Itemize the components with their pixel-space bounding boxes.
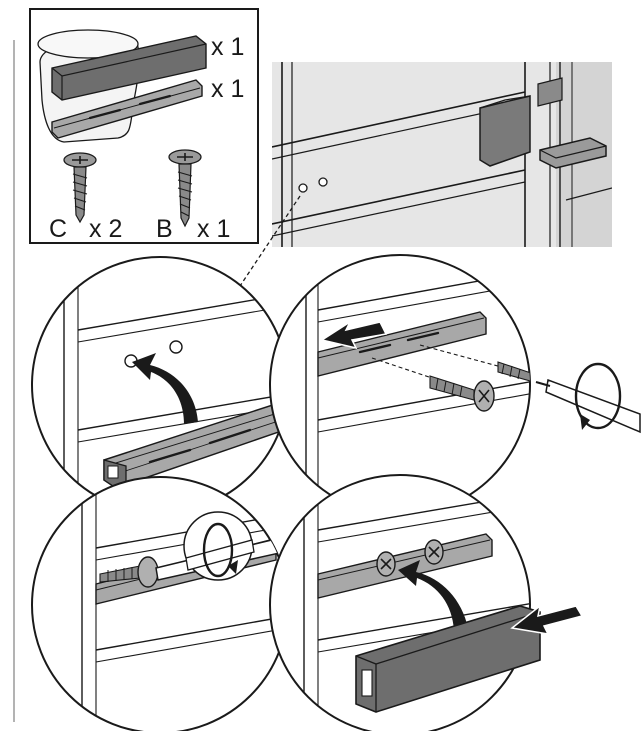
cabinet-overview xyxy=(272,62,612,247)
push-arrow-icon xyxy=(510,604,584,635)
rotate-arrow-icon xyxy=(202,522,238,578)
screw-icon xyxy=(168,149,202,228)
screwdriver-icon xyxy=(535,378,641,434)
curved-arrow-icon xyxy=(398,560,468,630)
cover-part xyxy=(355,605,541,713)
mounting-hole xyxy=(298,183,308,193)
screw-c-letter: C xyxy=(49,215,67,243)
screw-b-qty: x 1 xyxy=(197,215,230,243)
mounting-hole xyxy=(318,177,328,187)
detail-step-1 xyxy=(31,256,289,514)
rail-part xyxy=(51,79,203,139)
cover-qty-label: x 1 xyxy=(211,33,244,61)
detail-leader-line xyxy=(235,195,301,293)
screw-b-letter: B xyxy=(156,215,173,243)
rail-qty-label: x 1 xyxy=(211,75,244,103)
rotate-arrow-icon xyxy=(574,362,622,430)
screw-icon xyxy=(63,152,97,224)
screw-c-qty: x 2 xyxy=(89,215,122,243)
detail-step-3 xyxy=(31,476,289,731)
parts-box: x 1 x 1 C x 2 B x 1 xyxy=(29,8,259,244)
push-arrow-icon xyxy=(320,319,388,350)
curved-arrow-icon xyxy=(132,353,198,424)
screw-icon xyxy=(137,556,159,588)
detail-step-2 xyxy=(269,254,531,516)
